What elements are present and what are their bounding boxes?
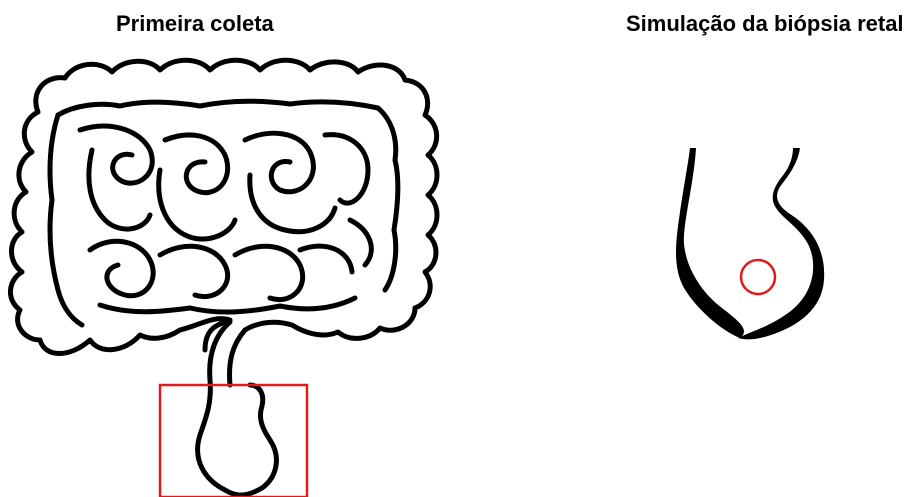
rectum-right-wall (738, 148, 824, 339)
first-collection-title: Primeira coleta (116, 10, 316, 38)
small-intestine-loop-2 (159, 135, 235, 239)
rectum-inner-outline (230, 330, 245, 385)
small-intestine-loop-5 (90, 241, 352, 299)
rectum-outline (198, 322, 277, 495)
small-intestine-loop-1 (80, 126, 152, 229)
rectum-icon (600, 140, 860, 360)
intestine-icon (0, 40, 460, 497)
rectal-biopsy-simulation-title: Simulação da biópsia retal (626, 10, 916, 38)
rectum-left-wall (676, 148, 744, 338)
small-intestine-loop-3 (245, 133, 335, 231)
large-intestine-inner-wall-left (50, 115, 82, 325)
biopsy-site-circle (741, 260, 775, 294)
small-intestine-loop-6 (100, 298, 355, 312)
rectum-highlight-box (160, 385, 307, 497)
